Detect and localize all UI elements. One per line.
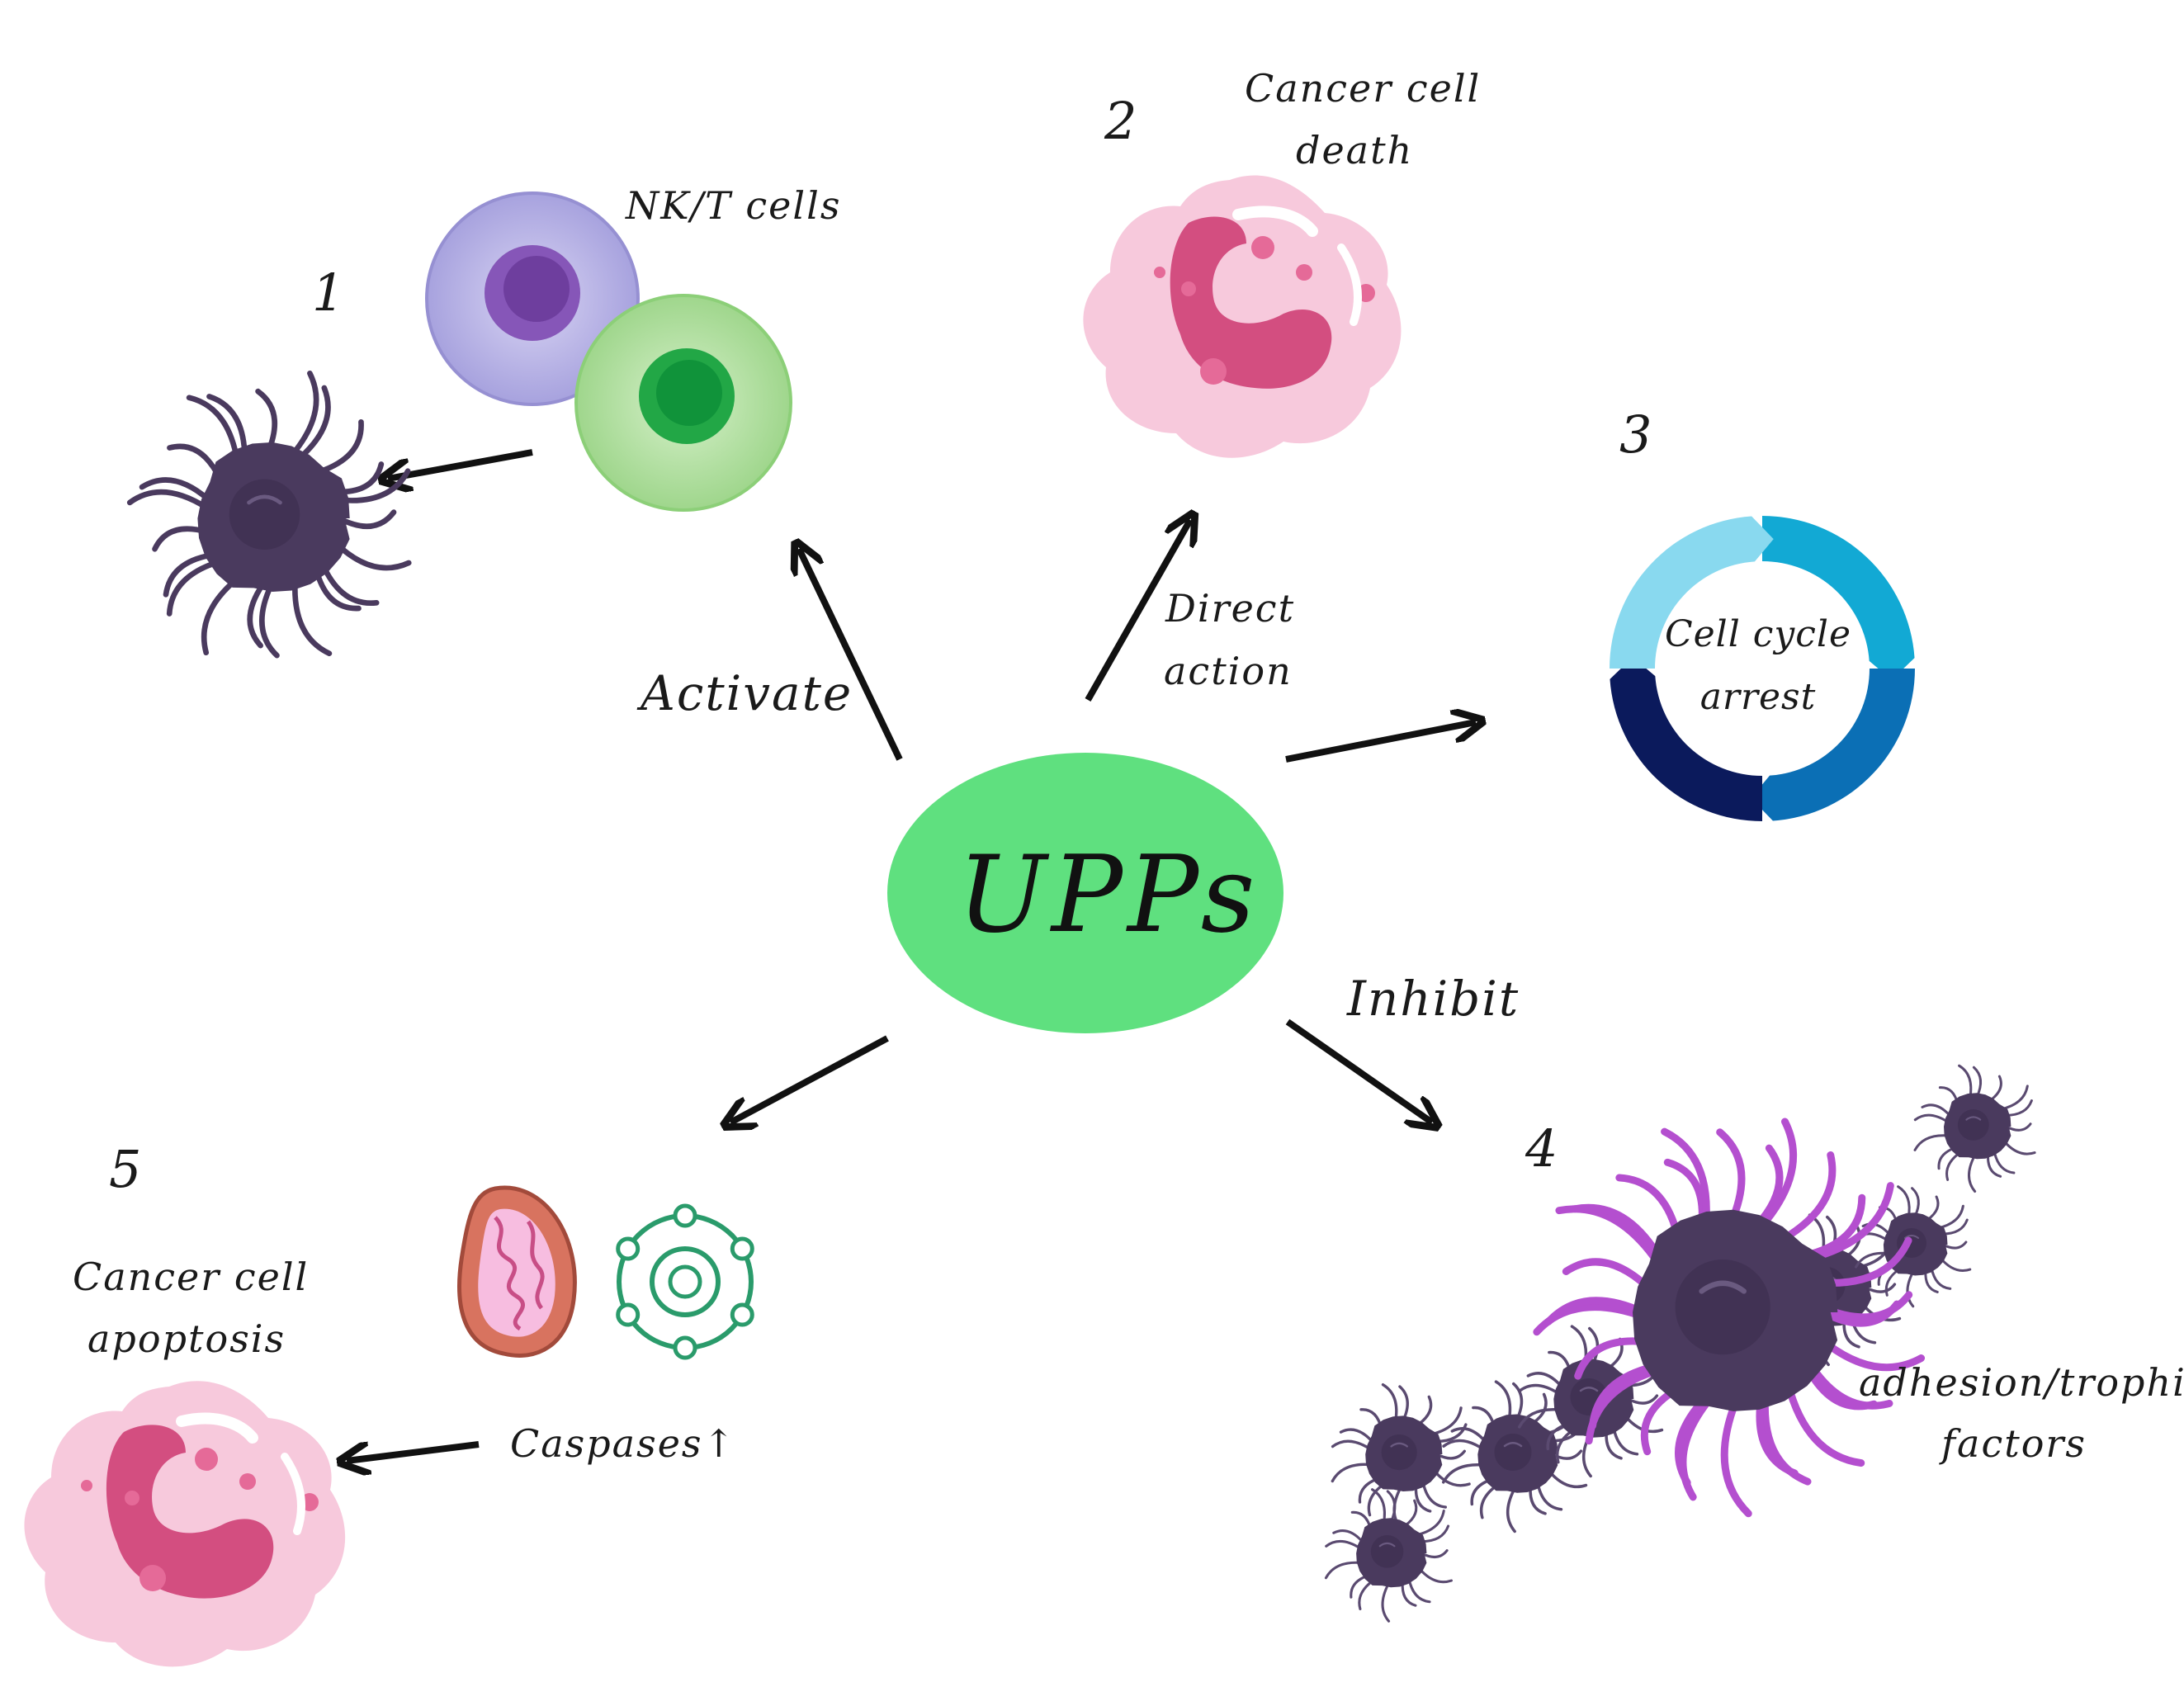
- cluster-cell-a: [1331, 1382, 1471, 1530]
- direct-action-label-line1: Direct: [1165, 586, 1296, 631]
- cancer-cell-icon: [126, 370, 412, 659]
- nk-t-cells-label: NK/T cells: [626, 183, 842, 228]
- caspase-core: [668, 1264, 702, 1299]
- apoptosis-label-line1: Cancer cell: [73, 1255, 310, 1299]
- caspase-node: [616, 1302, 641, 1327]
- cell-cycle-ring-icon: [1610, 516, 1915, 821]
- caspase-node: [730, 1236, 754, 1261]
- dying-cancer-cell-icon: [1083, 175, 1402, 458]
- caspase-icon: [616, 1203, 754, 1360]
- caspase-node: [616, 1236, 641, 1261]
- cluster-cell-f: [1855, 1185, 1972, 1308]
- upps-label: UPPs: [957, 834, 1260, 957]
- arrow-to-apoptosis: [347, 1441, 480, 1461]
- caspase-node: [673, 1335, 697, 1360]
- cell-cycle-arrest-label-line1: Cell cycle: [1664, 613, 1852, 655]
- arrow-to-cancer-cell-death: [1085, 520, 1190, 702]
- arrow-to-cancer-cell: [388, 449, 533, 479]
- t-cell-icon: [574, 294, 792, 512]
- cancer-cell-body: [126, 370, 412, 659]
- number-1: 1: [312, 262, 345, 323]
- inhibit-label: Inhibit: [1347, 971, 1520, 1027]
- cycle-segment-2: [1751, 669, 1915, 821]
- arrow-to-nk-t-cells: [799, 549, 903, 761]
- cluster-cell-d: [1324, 1488, 1453, 1623]
- arrow-to-adhesion-factors: [1285, 1018, 1432, 1122]
- cell-cycle-arrest-label-line2: arrest: [1699, 676, 1817, 718]
- upps-ellipse: [887, 753, 1283, 1033]
- cycle-segment-4: [1610, 516, 1774, 669]
- number-4: 4: [1525, 1118, 1558, 1179]
- caspase-node: [673, 1203, 697, 1228]
- adhesion-label-line1: adhesion/trophic: [1859, 1360, 2184, 1405]
- cluster-cell-g: [1913, 1064, 2036, 1193]
- apoptotic-cancer-cell-icon: [24, 1381, 346, 1667]
- caspase-node: [730, 1302, 754, 1327]
- arrow-to-cell-cycle-arrest: [1285, 722, 1476, 763]
- adhesion-label-line2: factors: [1941, 1421, 2087, 1466]
- activate-label: Activate: [641, 665, 853, 721]
- nk-cell-icon: [425, 191, 640, 406]
- mitochondrion-icon: [457, 1185, 577, 1358]
- cancer-cell-cluster-icon: [1324, 1064, 2036, 1623]
- number-2: 2: [1104, 91, 1137, 151]
- apoptosis-label-line2: apoptosis: [87, 1316, 286, 1361]
- caspase-outer-ring: [617, 1213, 754, 1350]
- cycle-segment-1: [1762, 516, 1915, 680]
- cluster-cell-b: [1441, 1380, 1588, 1534]
- number-3: 3: [1619, 404, 1652, 465]
- caspase-inner-ring: [650, 1246, 721, 1317]
- cluster-cell-large: [1533, 1118, 1926, 1518]
- number-5: 5: [109, 1139, 142, 1199]
- cycle-segment-3: [1610, 657, 1762, 821]
- caspases-label: Caspases↑: [510, 1421, 737, 1466]
- cancer-cell-death-label-line2: death: [1296, 128, 1414, 172]
- direct-action-label-line2: action: [1164, 649, 1293, 693]
- cancer-cell-death-label-line1: Cancer cell: [1245, 66, 1482, 111]
- arrow-to-caspases: [730, 1035, 889, 1122]
